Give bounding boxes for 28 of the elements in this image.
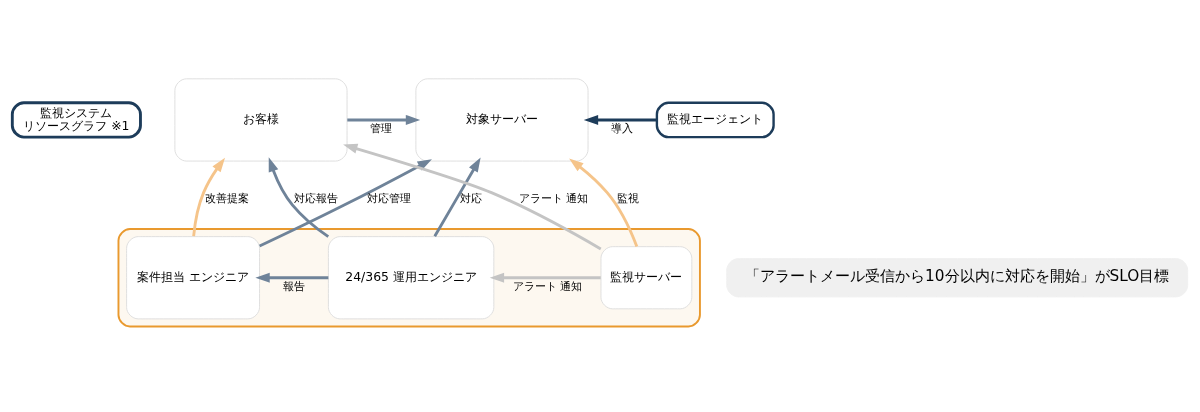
arrow (258, 158, 432, 247)
arrow (433, 157, 481, 237)
cluster (117, 227, 701, 327)
node-box: 対象サーバー (415, 77, 589, 162)
node-box: お客様 (174, 77, 348, 162)
arrow (192, 157, 225, 236)
arrow (569, 158, 639, 247)
arrow (255, 272, 329, 283)
edge-label: 対応管理 (366, 190, 411, 205)
arrow (489, 272, 601, 283)
node-box: 監視サーバー (600, 245, 693, 309)
edge-label: アラート 通知 (518, 190, 589, 205)
edge-label: 対応 (459, 190, 482, 205)
edge-label: 導入 (611, 120, 634, 135)
edge-label: 改善提案 (205, 190, 250, 205)
edge-label: 報告 (282, 278, 305, 293)
node-box: 監視エージェント (655, 101, 775, 138)
arrow (268, 156, 330, 238)
edge-label: 監視 (616, 190, 639, 205)
node-box: 監視システム リソースグラフ ※1 (10, 100, 142, 139)
node-box: 24/365 運用エンジニア (327, 235, 495, 319)
edge-label: 対応報告 (293, 190, 338, 205)
arrow (583, 114, 657, 125)
node-box: 案件担当 エンジニア (126, 235, 260, 319)
arrow (347, 114, 421, 125)
edge-label: アラート 通知 (512, 278, 583, 293)
arrow (343, 143, 602, 250)
edge-label: 管理 (370, 120, 393, 135)
